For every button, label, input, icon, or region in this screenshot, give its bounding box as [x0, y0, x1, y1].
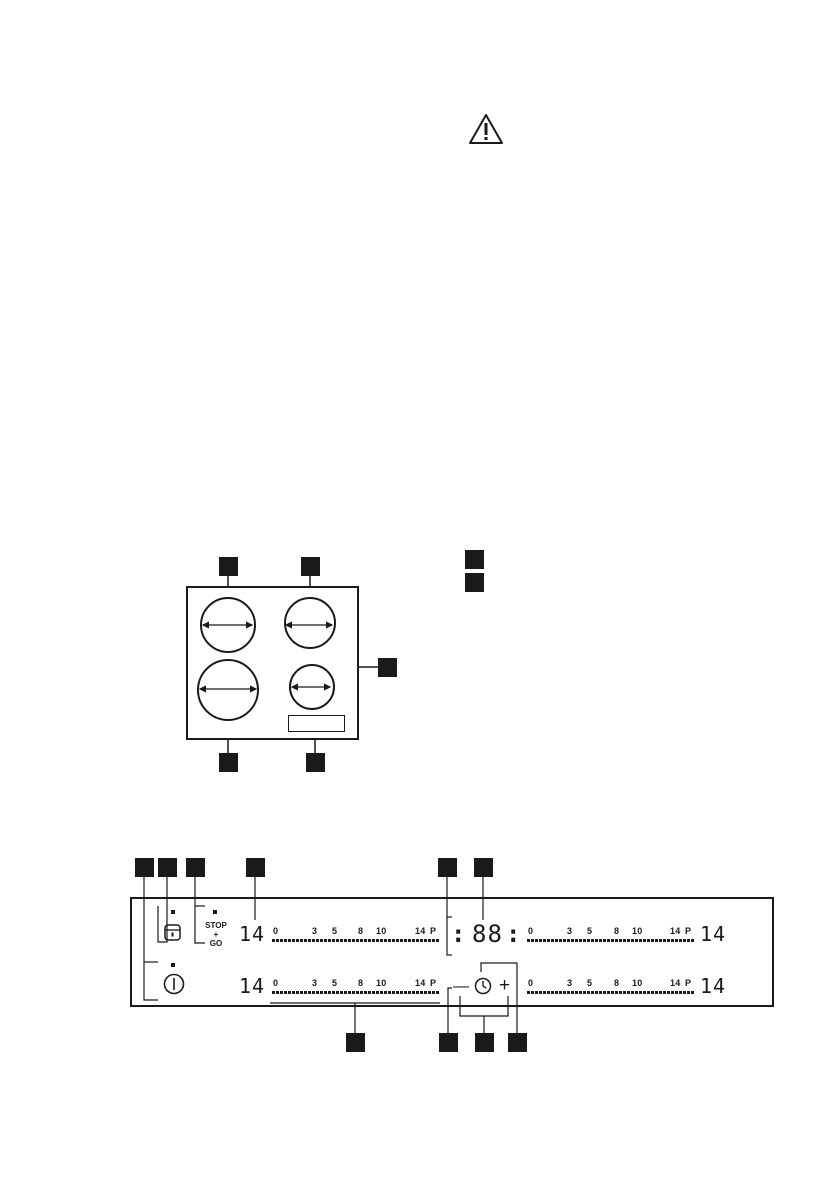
scale-0: 0 — [528, 926, 534, 936]
slider-bar — [272, 939, 439, 942]
scale-10: 10 — [376, 926, 387, 936]
panel-callout-6 — [474, 858, 493, 877]
scale-0: 0 — [273, 926, 279, 936]
slider-bar — [272, 991, 439, 994]
timer-colon-left: : — [451, 920, 467, 948]
lock-icon — [164, 924, 181, 941]
slider-bar — [527, 939, 694, 942]
hob-callout-3 — [378, 658, 397, 677]
scale-14: 14 — [670, 978, 681, 988]
control-panel-area — [288, 715, 345, 732]
stop-go-label-mid: + — [213, 930, 219, 939]
hob-callout-4 — [219, 753, 238, 772]
scale-0: 0 — [273, 978, 279, 988]
scale-10: 10 — [376, 978, 387, 988]
hob-callout-5 — [306, 753, 325, 772]
zone-display-rear-left: 14 — [239, 922, 266, 946]
scale-p: P — [430, 978, 437, 988]
scale-5: 5 — [587, 978, 593, 988]
scale-10: 10 — [632, 978, 643, 988]
hob-surface — [186, 586, 359, 740]
scale-5: 5 — [587, 926, 593, 936]
scale-0: 0 — [528, 978, 534, 988]
child-lock-button[interactable] — [164, 924, 181, 941]
timer-display: 88 — [472, 920, 503, 948]
scale-8: 8 — [614, 926, 620, 936]
scale-14: 14 — [670, 926, 681, 936]
scale-3: 3 — [312, 978, 318, 988]
stop-go-button[interactable]: STOP + GO — [203, 921, 229, 948]
zone-display-rear-right: 14 — [700, 922, 727, 946]
panel-callout-9 — [475, 1033, 494, 1052]
scale-p: P — [685, 978, 692, 988]
scale-3: 3 — [312, 926, 318, 936]
hob-callout-1 — [219, 557, 238, 576]
scale-14: 14 — [415, 926, 426, 936]
panel-callout-7 — [346, 1033, 365, 1052]
timer-plus-button[interactable]: + — [499, 975, 511, 996]
scale-10: 10 — [632, 926, 643, 936]
panel-callout-1 — [135, 858, 154, 877]
hob-callout-2 — [301, 557, 320, 576]
slider-bar — [527, 991, 694, 994]
scale-5: 5 — [332, 978, 338, 988]
panel-callout-2 — [158, 858, 177, 877]
stop-go-label-bottom: GO — [209, 939, 223, 948]
scale-8: 8 — [358, 926, 364, 936]
scale-8: 8 — [614, 978, 620, 988]
power-indicator-dot — [171, 963, 175, 967]
panel-callout-3 — [186, 858, 205, 877]
scale-3: 3 — [567, 978, 573, 988]
stop-go-indicator-dot — [213, 910, 217, 914]
panel-callout-5 — [438, 858, 457, 877]
panel-callout-4 — [246, 858, 265, 877]
stop-go-label-top: STOP — [205, 921, 227, 930]
scale-5: 5 — [332, 926, 338, 936]
scale-3: 3 — [567, 926, 573, 936]
warning-triangle-icon — [468, 113, 504, 145]
scale-p: P — [685, 926, 692, 936]
zone-display-front-left: 14 — [239, 974, 266, 998]
timer-colon-right: : — [506, 920, 522, 948]
legend-marker-2 — [465, 573, 484, 592]
panel-callout-8 — [439, 1033, 458, 1052]
timer-clock-icon — [474, 977, 492, 995]
zone-display-front-right: 14 — [700, 974, 727, 998]
scale-14: 14 — [415, 978, 426, 988]
power-icon — [163, 973, 185, 995]
panel-callout-10 — [508, 1033, 527, 1052]
scale-p: P — [430, 926, 437, 936]
power-button[interactable] — [163, 973, 185, 995]
timer-minus-button[interactable]: — — [453, 978, 469, 995]
legend-marker-1 — [465, 550, 484, 569]
control-panel — [130, 897, 774, 1007]
scale-8: 8 — [358, 978, 364, 988]
timer-button[interactable] — [474, 977, 492, 995]
lock-indicator-dot — [171, 910, 175, 914]
